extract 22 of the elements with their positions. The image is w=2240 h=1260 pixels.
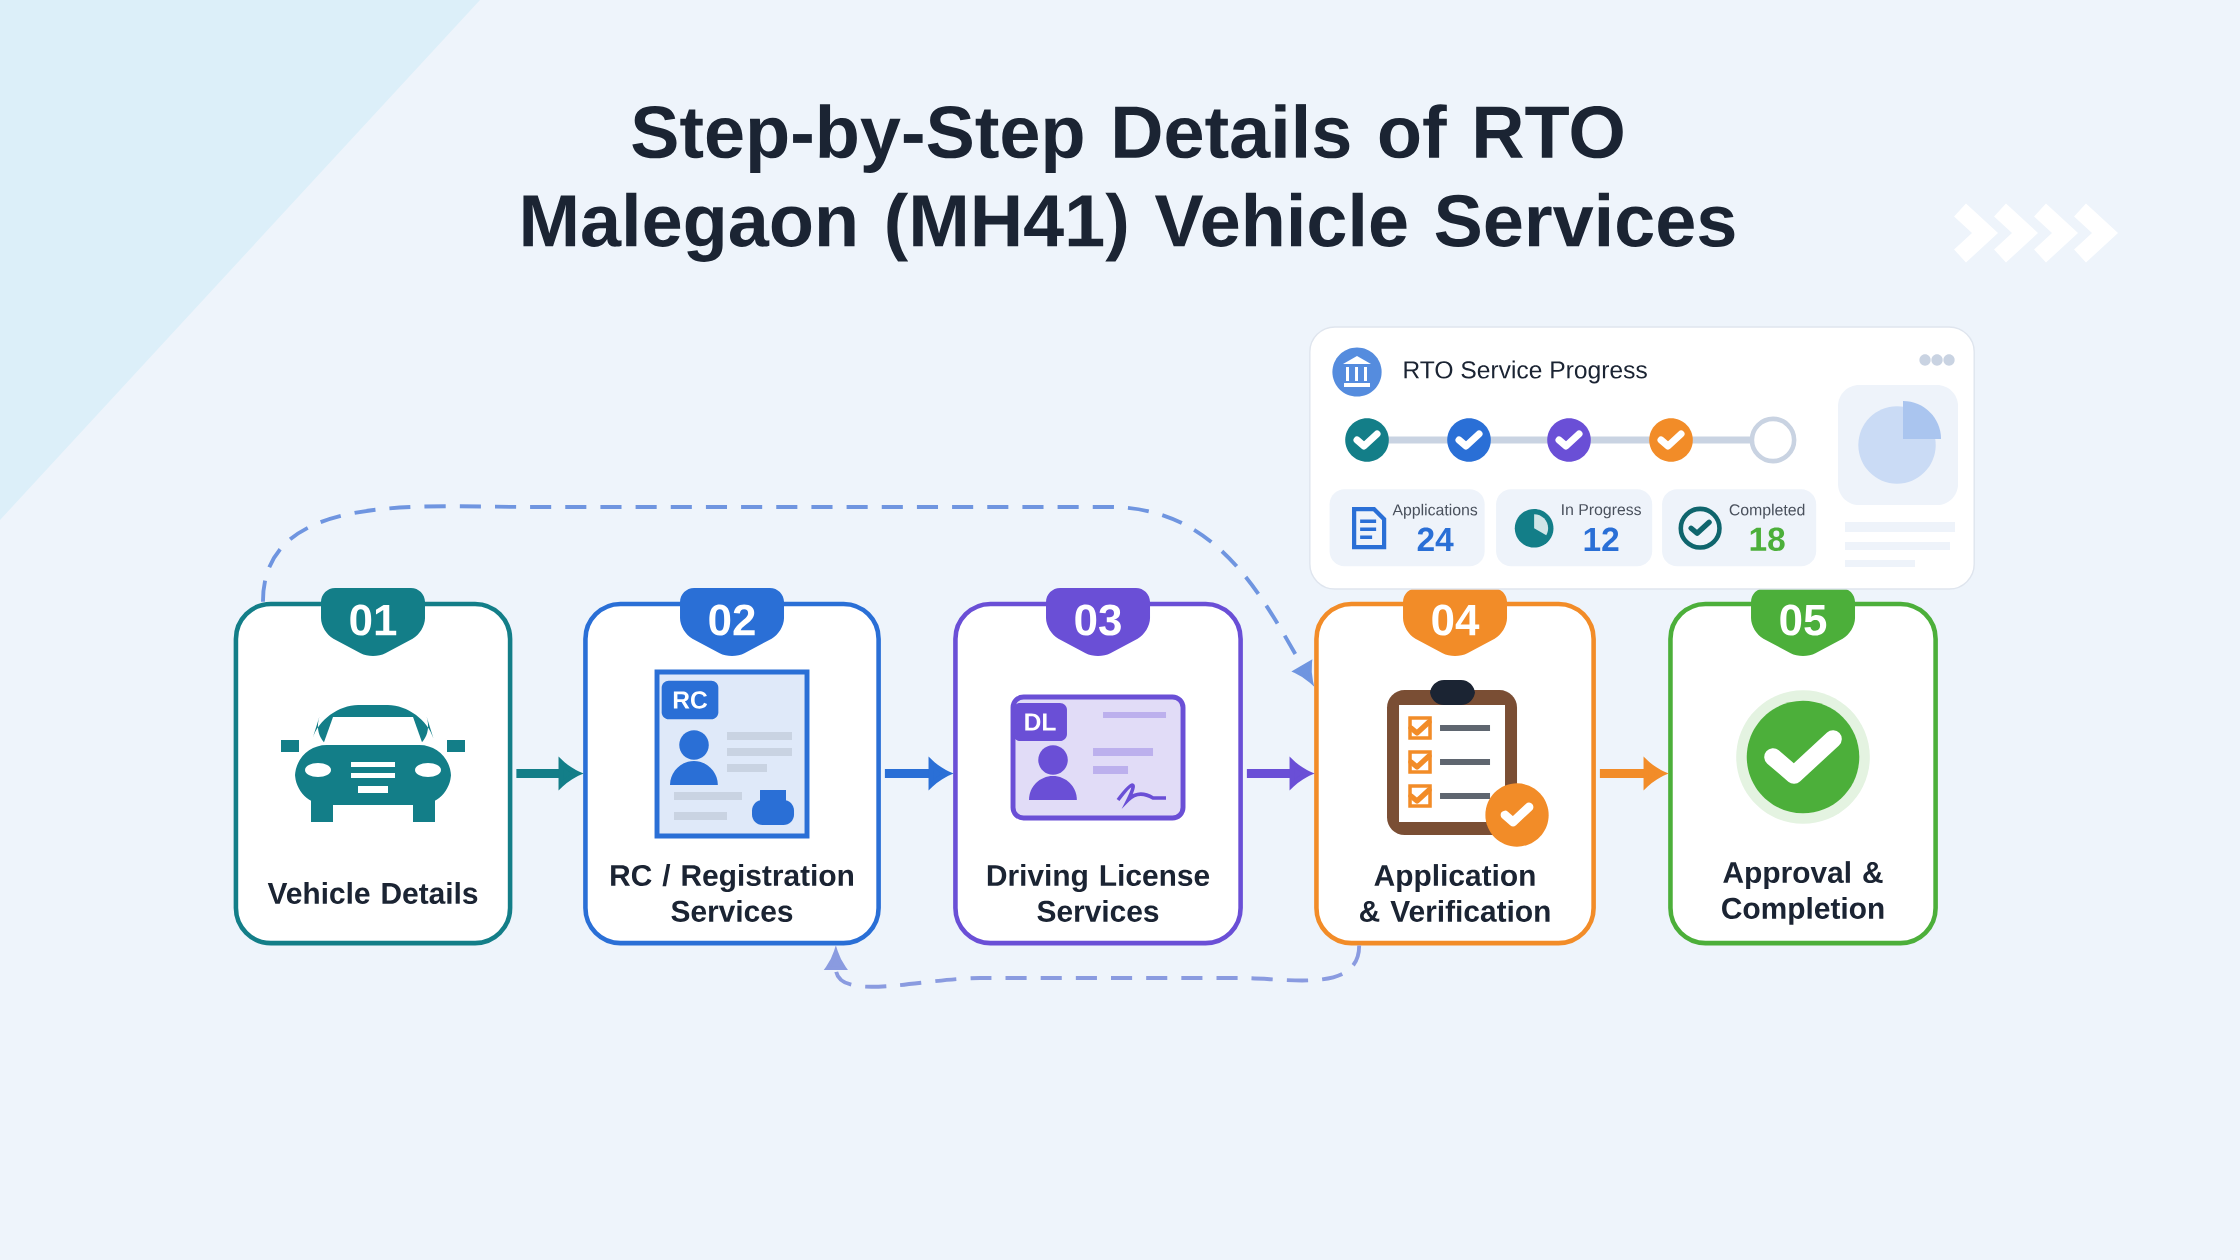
card-tag: RC: [661, 680, 719, 720]
number-badge: 01: [321, 588, 425, 657]
stat-value: 12: [1584, 527, 1619, 551]
stat-label: Applications: [1392, 503, 1478, 519]
number-badge: 04: [1403, 588, 1507, 657]
step-label: RC / Registration Services: [611, 864, 853, 922]
stat-label: Completed: [1729, 503, 1805, 519]
title: Step-by-Step Details of RTO Malegaon (MH41) Vehicle Services: [523, 104, 1735, 262]
step-label: Driving License Services: [987, 864, 1210, 922]
dashed-arrow: [261, 504, 1314, 684]
number-badge: 02: [680, 588, 784, 657]
number-badge: 03: [1046, 588, 1150, 657]
number-badge: 05: [1751, 588, 1855, 657]
stat-value: 18: [1750, 527, 1785, 552]
dashed-arrow: [825, 945, 1362, 989]
panel-title: RTO Service Progress: [1404, 360, 1647, 384]
stat-value: 24: [1417, 527, 1454, 551]
step-label: Application & Verification: [1360, 864, 1550, 922]
card-tag: DL: [1013, 703, 1067, 742]
step-label: Approval & Completion: [1722, 861, 1884, 925]
step-label: Vehicle Details: [267, 882, 478, 904]
stat-label: In Progress: [1562, 504, 1641, 519]
